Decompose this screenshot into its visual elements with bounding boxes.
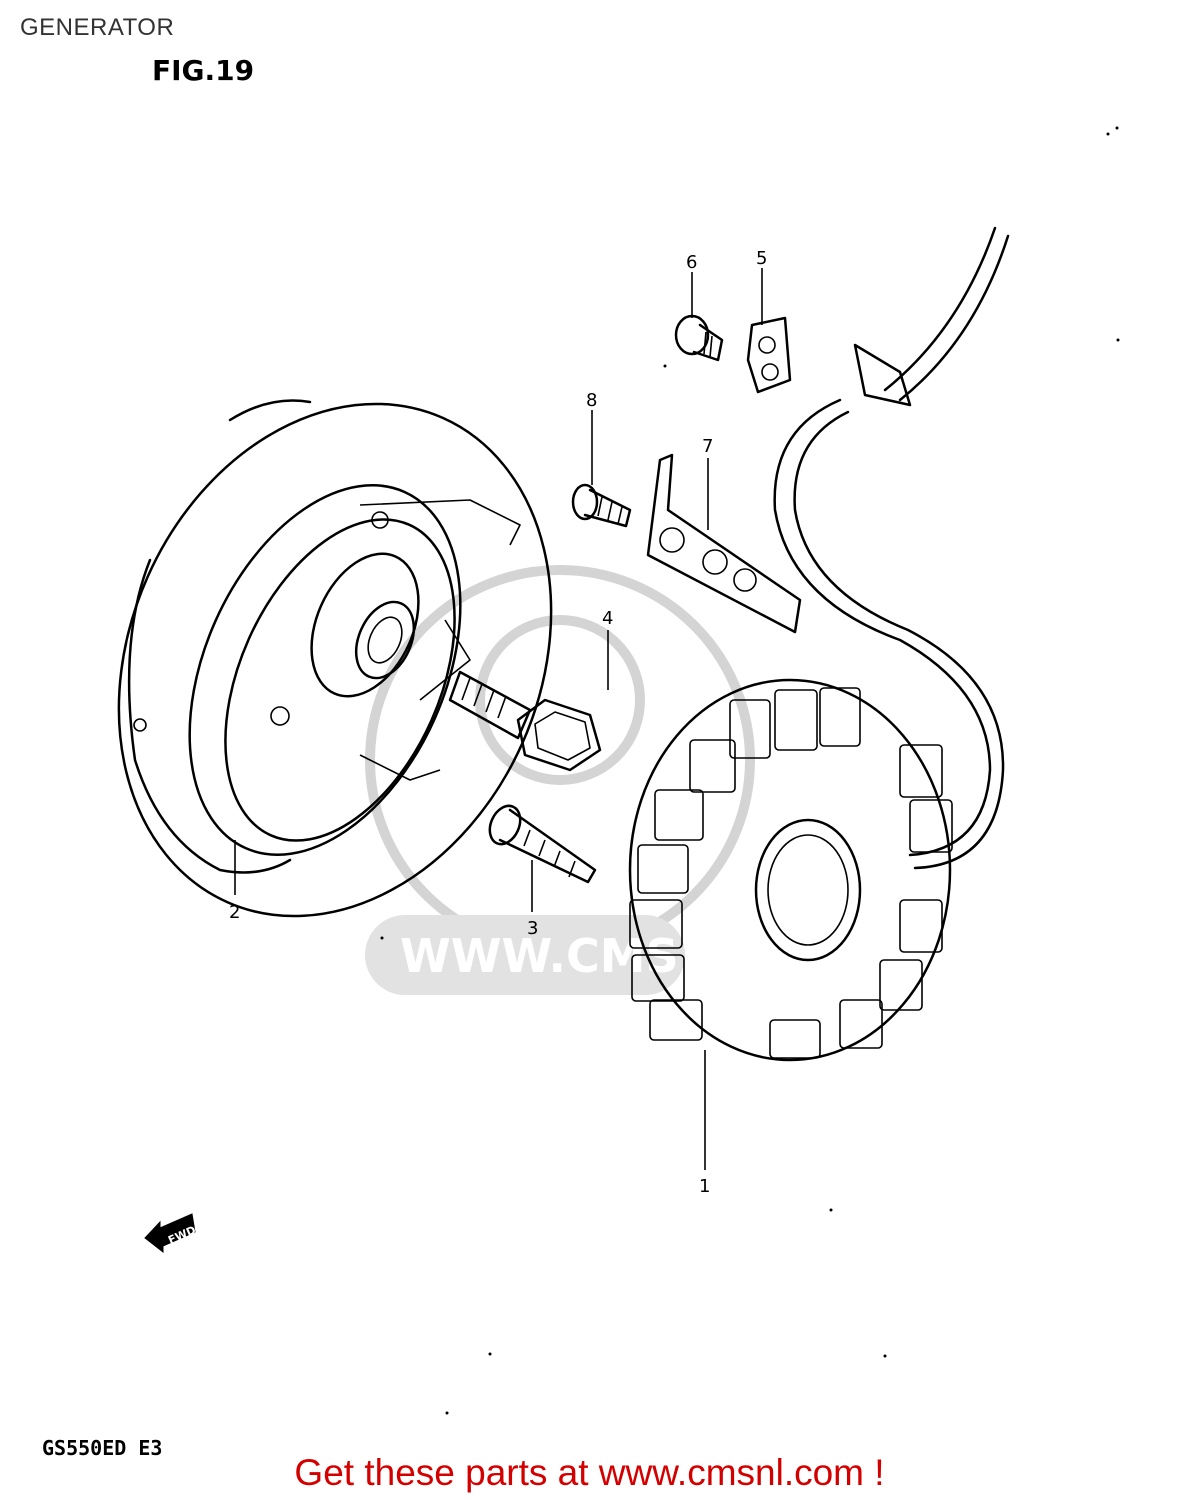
callout-6: 6: [686, 252, 697, 273]
stator-screw: [488, 804, 597, 884]
callout-7: 7: [702, 436, 713, 457]
scan-specks: [380, 126, 1120, 1415]
grommet-bolt: [674, 314, 724, 362]
callout-2: 2: [229, 902, 240, 923]
rotor-bolt: [448, 670, 602, 772]
figure-label: FIG.19: [152, 54, 255, 87]
model-code: GS550ED E3: [42, 1436, 163, 1460]
rotor-flywheel: [117, 399, 553, 918]
callout-3: 3: [527, 918, 538, 939]
callout-leaders: [234, 268, 763, 1170]
watermark-text: WWW.CMS: [400, 929, 679, 983]
shop-link-banner[interactable]: Get these parts at www.cmsnl.com !: [294, 1452, 885, 1493]
callout-8: 8: [586, 390, 597, 411]
callout-5: 5: [756, 248, 767, 269]
wire-clamp-plate: [646, 453, 802, 634]
page-header: GENERATOR: [20, 14, 175, 41]
stator-coil: [628, 678, 953, 1062]
watermark: WWW.CMS: [365, 565, 755, 995]
callout-4: 4: [602, 608, 613, 629]
clamp-screw: [571, 483, 632, 528]
wire-harness: [773, 226, 1010, 870]
forward-arrow-icon: FWD: [144, 1213, 198, 1254]
callout-1: 1: [699, 1176, 710, 1197]
grommet-plate: [746, 316, 792, 394]
